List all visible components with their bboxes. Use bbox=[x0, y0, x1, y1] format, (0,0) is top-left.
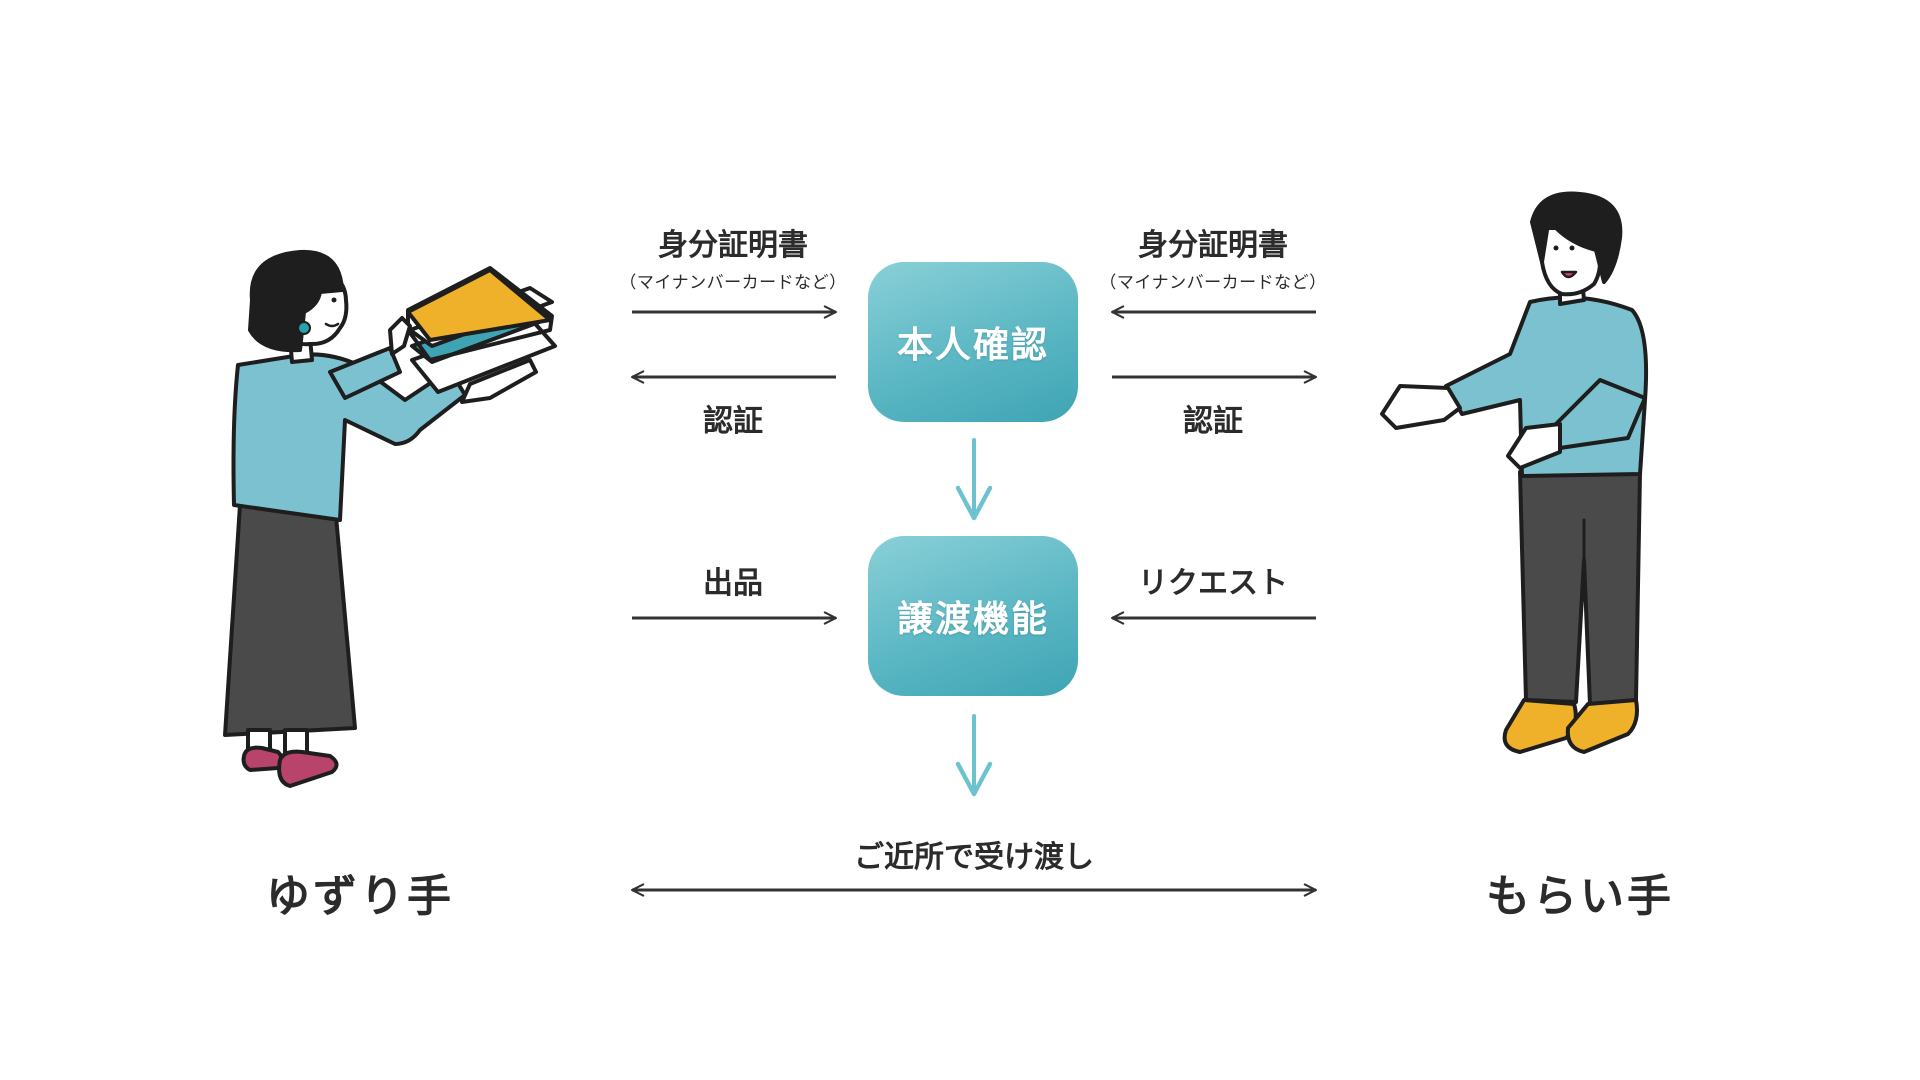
receiver-illustration bbox=[1380, 191, 1649, 754]
left-id-document-note: （マイナンバーカードなど） bbox=[619, 273, 847, 293]
giver-illustration bbox=[223, 249, 557, 788]
left-auth-label: 認証 bbox=[703, 404, 763, 439]
right-request-label: リクエスト bbox=[1138, 566, 1288, 601]
node-identity-check: 本人確認 bbox=[868, 262, 1078, 422]
node-transfer-function: 譲渡機能 bbox=[868, 536, 1078, 696]
left-id-document-label: 身分証明書 bbox=[658, 228, 808, 263]
right-auth-label: 認証 bbox=[1183, 404, 1243, 439]
right-id-document-label: 身分証明書 bbox=[1138, 228, 1288, 263]
receiver-role-label: もらい手 bbox=[1486, 871, 1674, 922]
node-identity-check-label: 本人確認 bbox=[896, 325, 1049, 366]
handover-label: ご近所で受け渡し bbox=[854, 840, 1094, 875]
node-transfer-function-label: 譲渡機能 bbox=[896, 599, 1049, 640]
giver-role-label: ゆずり手 bbox=[266, 871, 454, 922]
left-listing-label: 出品 bbox=[703, 566, 763, 601]
right-id-document-note: （マイナンバーカードなど） bbox=[1099, 273, 1327, 293]
